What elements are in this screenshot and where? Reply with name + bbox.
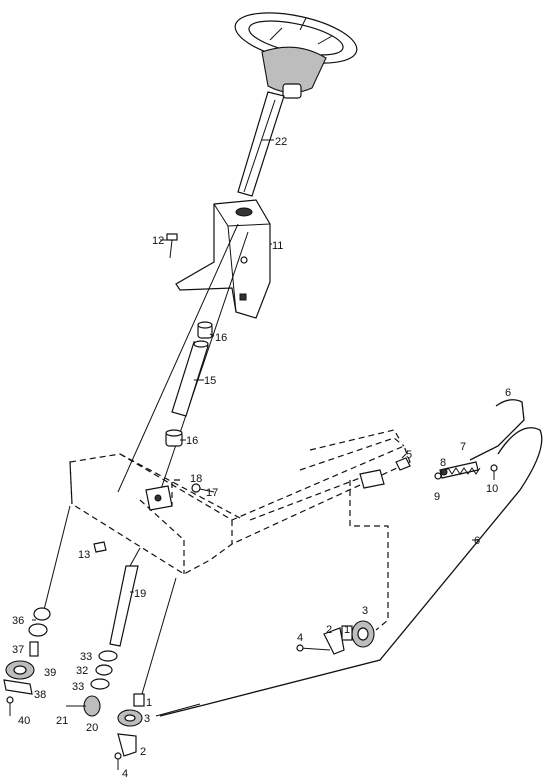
callout-11: 11	[272, 240, 283, 252]
callout-39: 39	[44, 667, 56, 679]
steering-tube	[171, 340, 209, 417]
callout-7: 7	[460, 441, 466, 453]
steering-wheel	[234, 12, 358, 99]
control-cable	[155, 399, 543, 717]
column-bracket	[175, 199, 271, 319]
callout-4-bottom: 4	[122, 768, 128, 780]
callout-40: 40	[18, 715, 30, 727]
tractor-frame	[69, 429, 411, 575]
callout-labels: 22 12 11 16 15 16 18 17 5 6 7 8 9 10 6 1…	[12, 136, 511, 780]
callout-12: 12	[152, 235, 164, 247]
frame-bracket-5	[359, 457, 411, 489]
nut-13	[93, 541, 107, 553]
callout-22: 22	[275, 136, 287, 148]
callout-5: 5	[406, 449, 412, 461]
callout-33-bottom: 33	[72, 681, 84, 693]
callout-21: 21	[56, 715, 68, 727]
center-shaft-stack	[66, 547, 141, 717]
callout-36: 36	[12, 615, 24, 627]
pivot-plate	[145, 485, 173, 511]
callout-16-lower: 16	[186, 435, 198, 447]
callout-3-right: 3	[362, 605, 368, 617]
leader-lines	[32, 139, 478, 621]
callout-9: 9	[434, 491, 440, 503]
callout-19: 19	[134, 588, 146, 600]
callout-6-top: 6	[505, 387, 511, 399]
callout-8: 8	[440, 457, 446, 469]
callout-10: 10	[486, 483, 498, 495]
bolt-17	[191, 483, 215, 493]
callout-20: 20	[86, 722, 98, 734]
callout-1-bottom: 1	[146, 697, 152, 709]
callout-15: 15	[204, 375, 216, 387]
callout-1-right: 1	[344, 624, 350, 636]
nut-8	[434, 468, 448, 480]
callout-32: 32	[76, 665, 88, 677]
callout-17: 17	[206, 487, 218, 499]
bushing-16-lower	[165, 429, 183, 447]
callout-33-top: 33	[80, 651, 92, 663]
bushing-16-upper	[197, 321, 213, 339]
callout-3-bottom: 3	[144, 713, 150, 725]
bolt-12	[166, 233, 178, 259]
callout-2-bottom: 2	[140, 746, 146, 758]
callout-16-upper: 16	[215, 332, 227, 344]
callout-18: 18	[190, 473, 202, 485]
left-pulley-stack	[3, 505, 71, 716]
callout-13: 13	[78, 549, 90, 561]
idler-pulley-right	[296, 620, 375, 655]
callout-6-bottom: 6	[474, 535, 480, 547]
callout-38: 38	[34, 689, 46, 701]
idler-pulley-bottom	[114, 577, 177, 770]
callout-37: 37	[12, 644, 24, 656]
callout-4-right: 4	[297, 632, 303, 644]
steering-shaft	[237, 91, 285, 197]
bolt-10	[490, 464, 498, 480]
callout-2-right: 2	[326, 624, 332, 636]
